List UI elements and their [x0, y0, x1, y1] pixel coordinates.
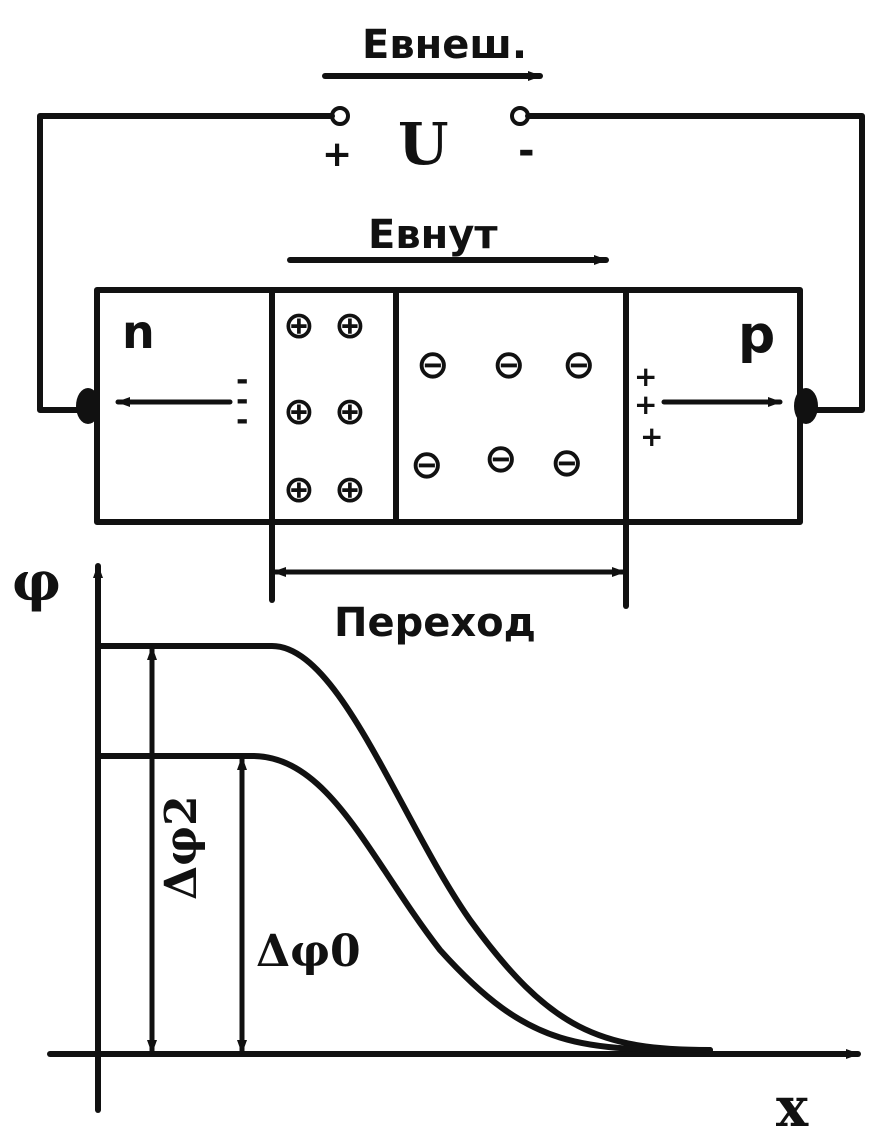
- negative-ions: ⊖ ⊖ ⊖ ⊖ ⊖ ⊖: [410, 342, 596, 488]
- minus-sign: -: [236, 403, 248, 438]
- semiconductor-body: [94, 287, 803, 525]
- plus-terminal-sign: +: [322, 134, 352, 175]
- potential-curve-equilibrium: [95, 753, 713, 1053]
- minus-sign: -: [236, 383, 248, 418]
- right-circuit-wire: [525, 113, 865, 413]
- p-region-label: p: [738, 305, 775, 365]
- potential-curve-biased: [95, 643, 713, 1053]
- plus-sign: +: [640, 420, 663, 453]
- positive-ion: ⊕: [283, 467, 315, 511]
- plus-sign: +: [634, 388, 657, 421]
- negative-ion: ⊖: [492, 342, 526, 388]
- delta-phi-2-label: Δφ2: [156, 795, 207, 900]
- y-axis-label: φ: [12, 549, 61, 613]
- negative-ion: ⊖: [562, 342, 596, 388]
- positive-ion: ⊕: [334, 389, 366, 433]
- negative-ion: ⊖: [416, 342, 450, 388]
- left-minus-signs: - - -: [236, 363, 248, 438]
- negative-ion: ⊖: [550, 440, 584, 486]
- voltage-label: U: [398, 110, 449, 178]
- minus-sign: -: [236, 363, 248, 398]
- positive-ion: ⊕: [334, 303, 366, 347]
- delta-phi-0-label: Δφ0: [256, 926, 361, 977]
- internal-field-label: Евнут: [368, 212, 498, 258]
- positive-ion: ⊕: [283, 389, 315, 433]
- plus-sign: +: [634, 360, 657, 393]
- minus-terminal-sign: -: [518, 128, 535, 174]
- negative-ion: ⊖: [410, 442, 444, 488]
- right-plus-signs: + + +: [634, 360, 663, 453]
- positive-ion: ⊕: [334, 467, 366, 511]
- positive-ion: ⊕: [283, 303, 315, 347]
- n-region-label: n: [122, 305, 155, 359]
- left-circuit-wire: [37, 113, 335, 413]
- positive-ions: ⊕ ⊕ ⊕ ⊕ ⊕ ⊕: [283, 303, 366, 511]
- external-field-label: Евнеш.: [362, 22, 527, 68]
- x-axis-label: x: [776, 1075, 809, 1139]
- junction-label: Переход: [334, 600, 536, 646]
- negative-ion: ⊖: [484, 436, 518, 482]
